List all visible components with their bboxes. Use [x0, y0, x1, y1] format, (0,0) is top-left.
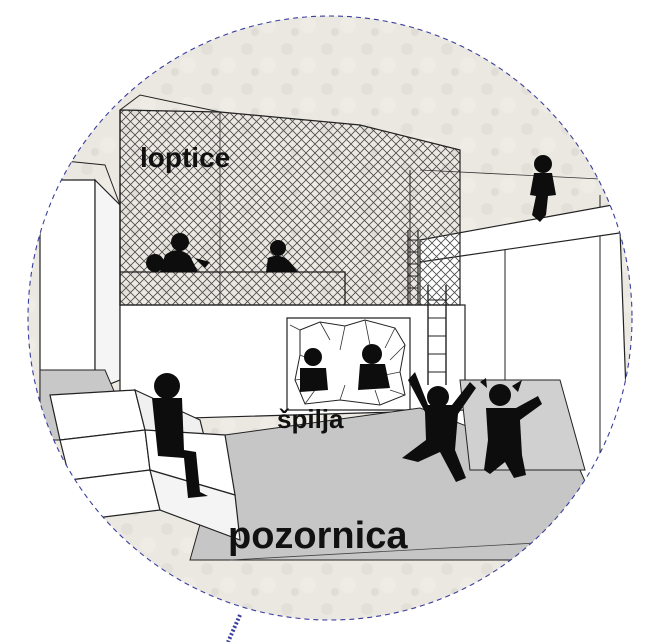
child-silhouette: [171, 233, 189, 251]
child-silhouette: [304, 348, 322, 366]
label-stage: pozornica: [228, 515, 408, 557]
perspective-lines: [229, 539, 591, 561]
child-silhouette: [266, 255, 298, 272]
child-silhouette: [427, 386, 449, 408]
child-silhouette: [362, 344, 382, 364]
child-silhouette: [160, 250, 198, 272]
child-silhouette: [489, 384, 511, 406]
ball-pit-net: [119, 94, 621, 306]
cave-ladder: [427, 285, 447, 385]
label-cave: špilja: [277, 404, 344, 434]
leader-line: [226, 614, 242, 642]
child-silhouette: [534, 155, 552, 173]
child-silhouette: [154, 373, 180, 399]
label-balls: loptice: [140, 142, 230, 173]
dashed-circle-border: [27, 15, 633, 621]
cave-structure: [286, 317, 411, 411]
net-ladder: [407, 230, 419, 305]
left-wall: [39, 159, 121, 401]
children-silhouettes: [146, 155, 556, 498]
